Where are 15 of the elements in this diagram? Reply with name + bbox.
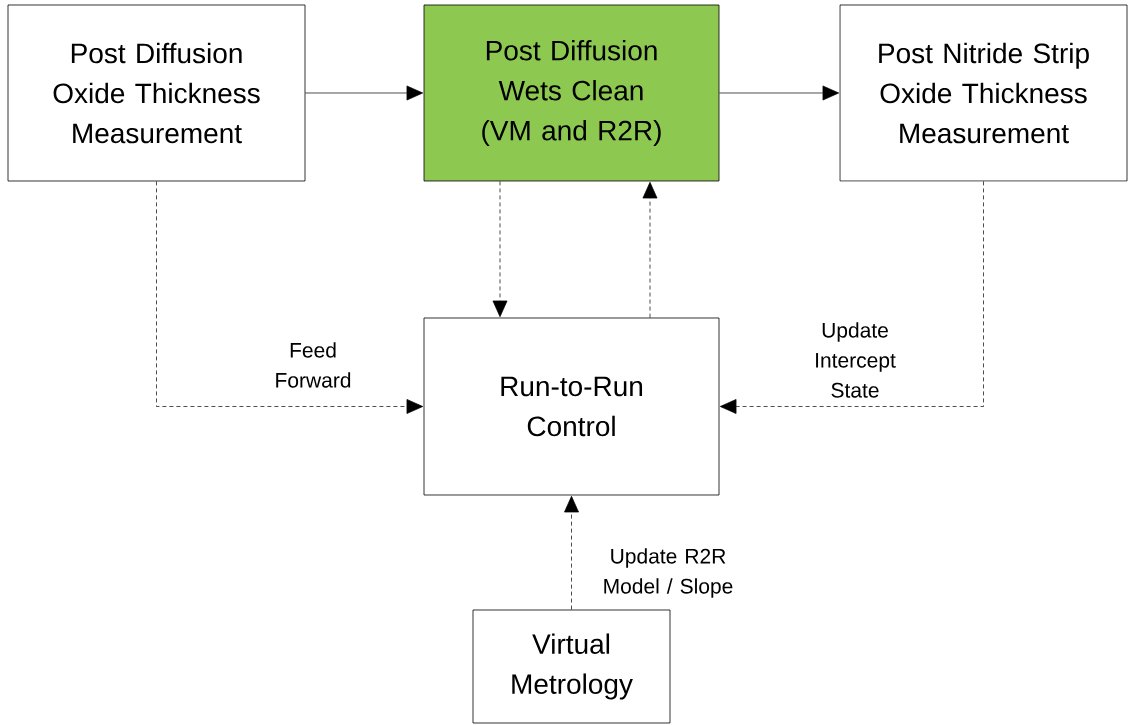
arrow xyxy=(719,85,840,101)
process-box: Post Nitride Strip Oxide Thickness Measurement xyxy=(839,4,1128,182)
edge-label: Feed Forward xyxy=(276,342,351,388)
arrow xyxy=(492,181,508,318)
edge-label: Update R2R Model / Slope xyxy=(604,548,733,598)
process-box: Post Diffusion Oxide Thickness Measurement xyxy=(7,4,306,182)
process-box: Virtual Metrology xyxy=(472,609,671,724)
process-box: Run-to-Run Control xyxy=(423,317,720,496)
arrow xyxy=(642,181,658,318)
process-box: Post Diffusion Wets Clean (VM and R2R) xyxy=(423,4,720,182)
arrow xyxy=(305,85,424,101)
arrow xyxy=(156,181,424,414)
edge-label: Update Intercept State xyxy=(816,322,896,398)
arrow xyxy=(564,495,579,610)
arrow xyxy=(719,181,984,414)
